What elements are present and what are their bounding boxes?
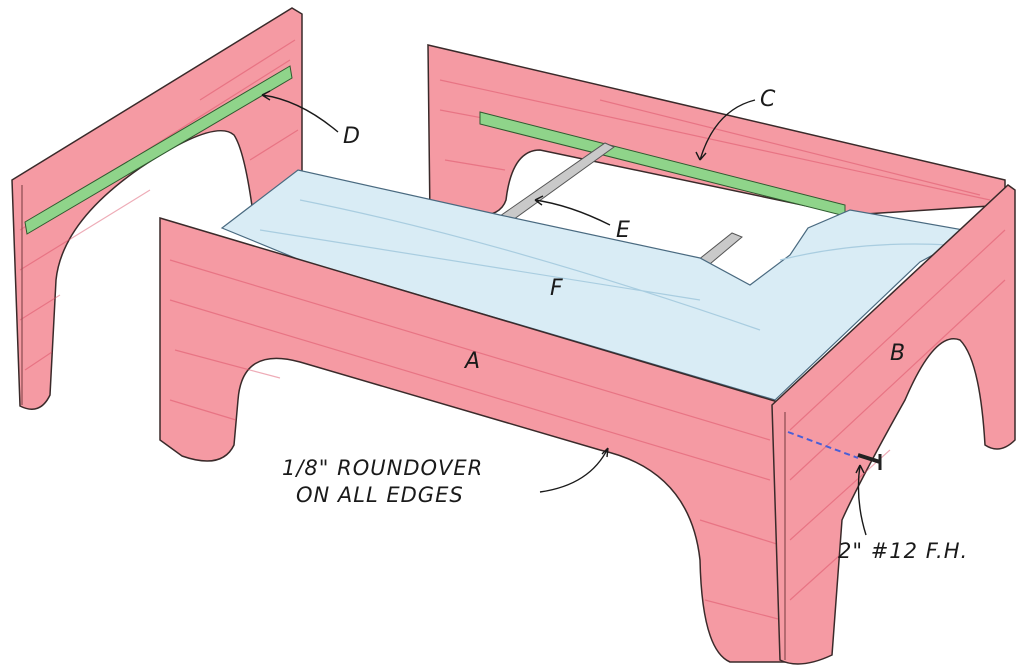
leader-screw [855, 464, 867, 536]
tabletop [220, 169, 977, 401]
screw-icon [857, 453, 882, 470]
label-d: D [343, 124, 360, 149]
side-panel [771, 184, 1016, 665]
cleat-d [24, 65, 293, 235]
label-c: C [760, 87, 776, 112]
roundover-note-line1: 1/8" ROUNDOVER [282, 456, 483, 480]
label-f: F [550, 276, 563, 301]
leader-roundover [539, 447, 609, 493]
screw-note: 2" #12 F.H. [838, 539, 968, 563]
front-panel [159, 216, 786, 663]
roundover-note-line2: ON ALL EDGES [296, 483, 464, 507]
leader-c [695, 99, 756, 161]
label-b: B [890, 341, 905, 366]
leader-d [261, 90, 339, 133]
screw-path-line [787, 431, 859, 459]
label-e: E [616, 218, 630, 243]
leader-e [534, 195, 611, 226]
label-a: A [463, 349, 480, 374]
